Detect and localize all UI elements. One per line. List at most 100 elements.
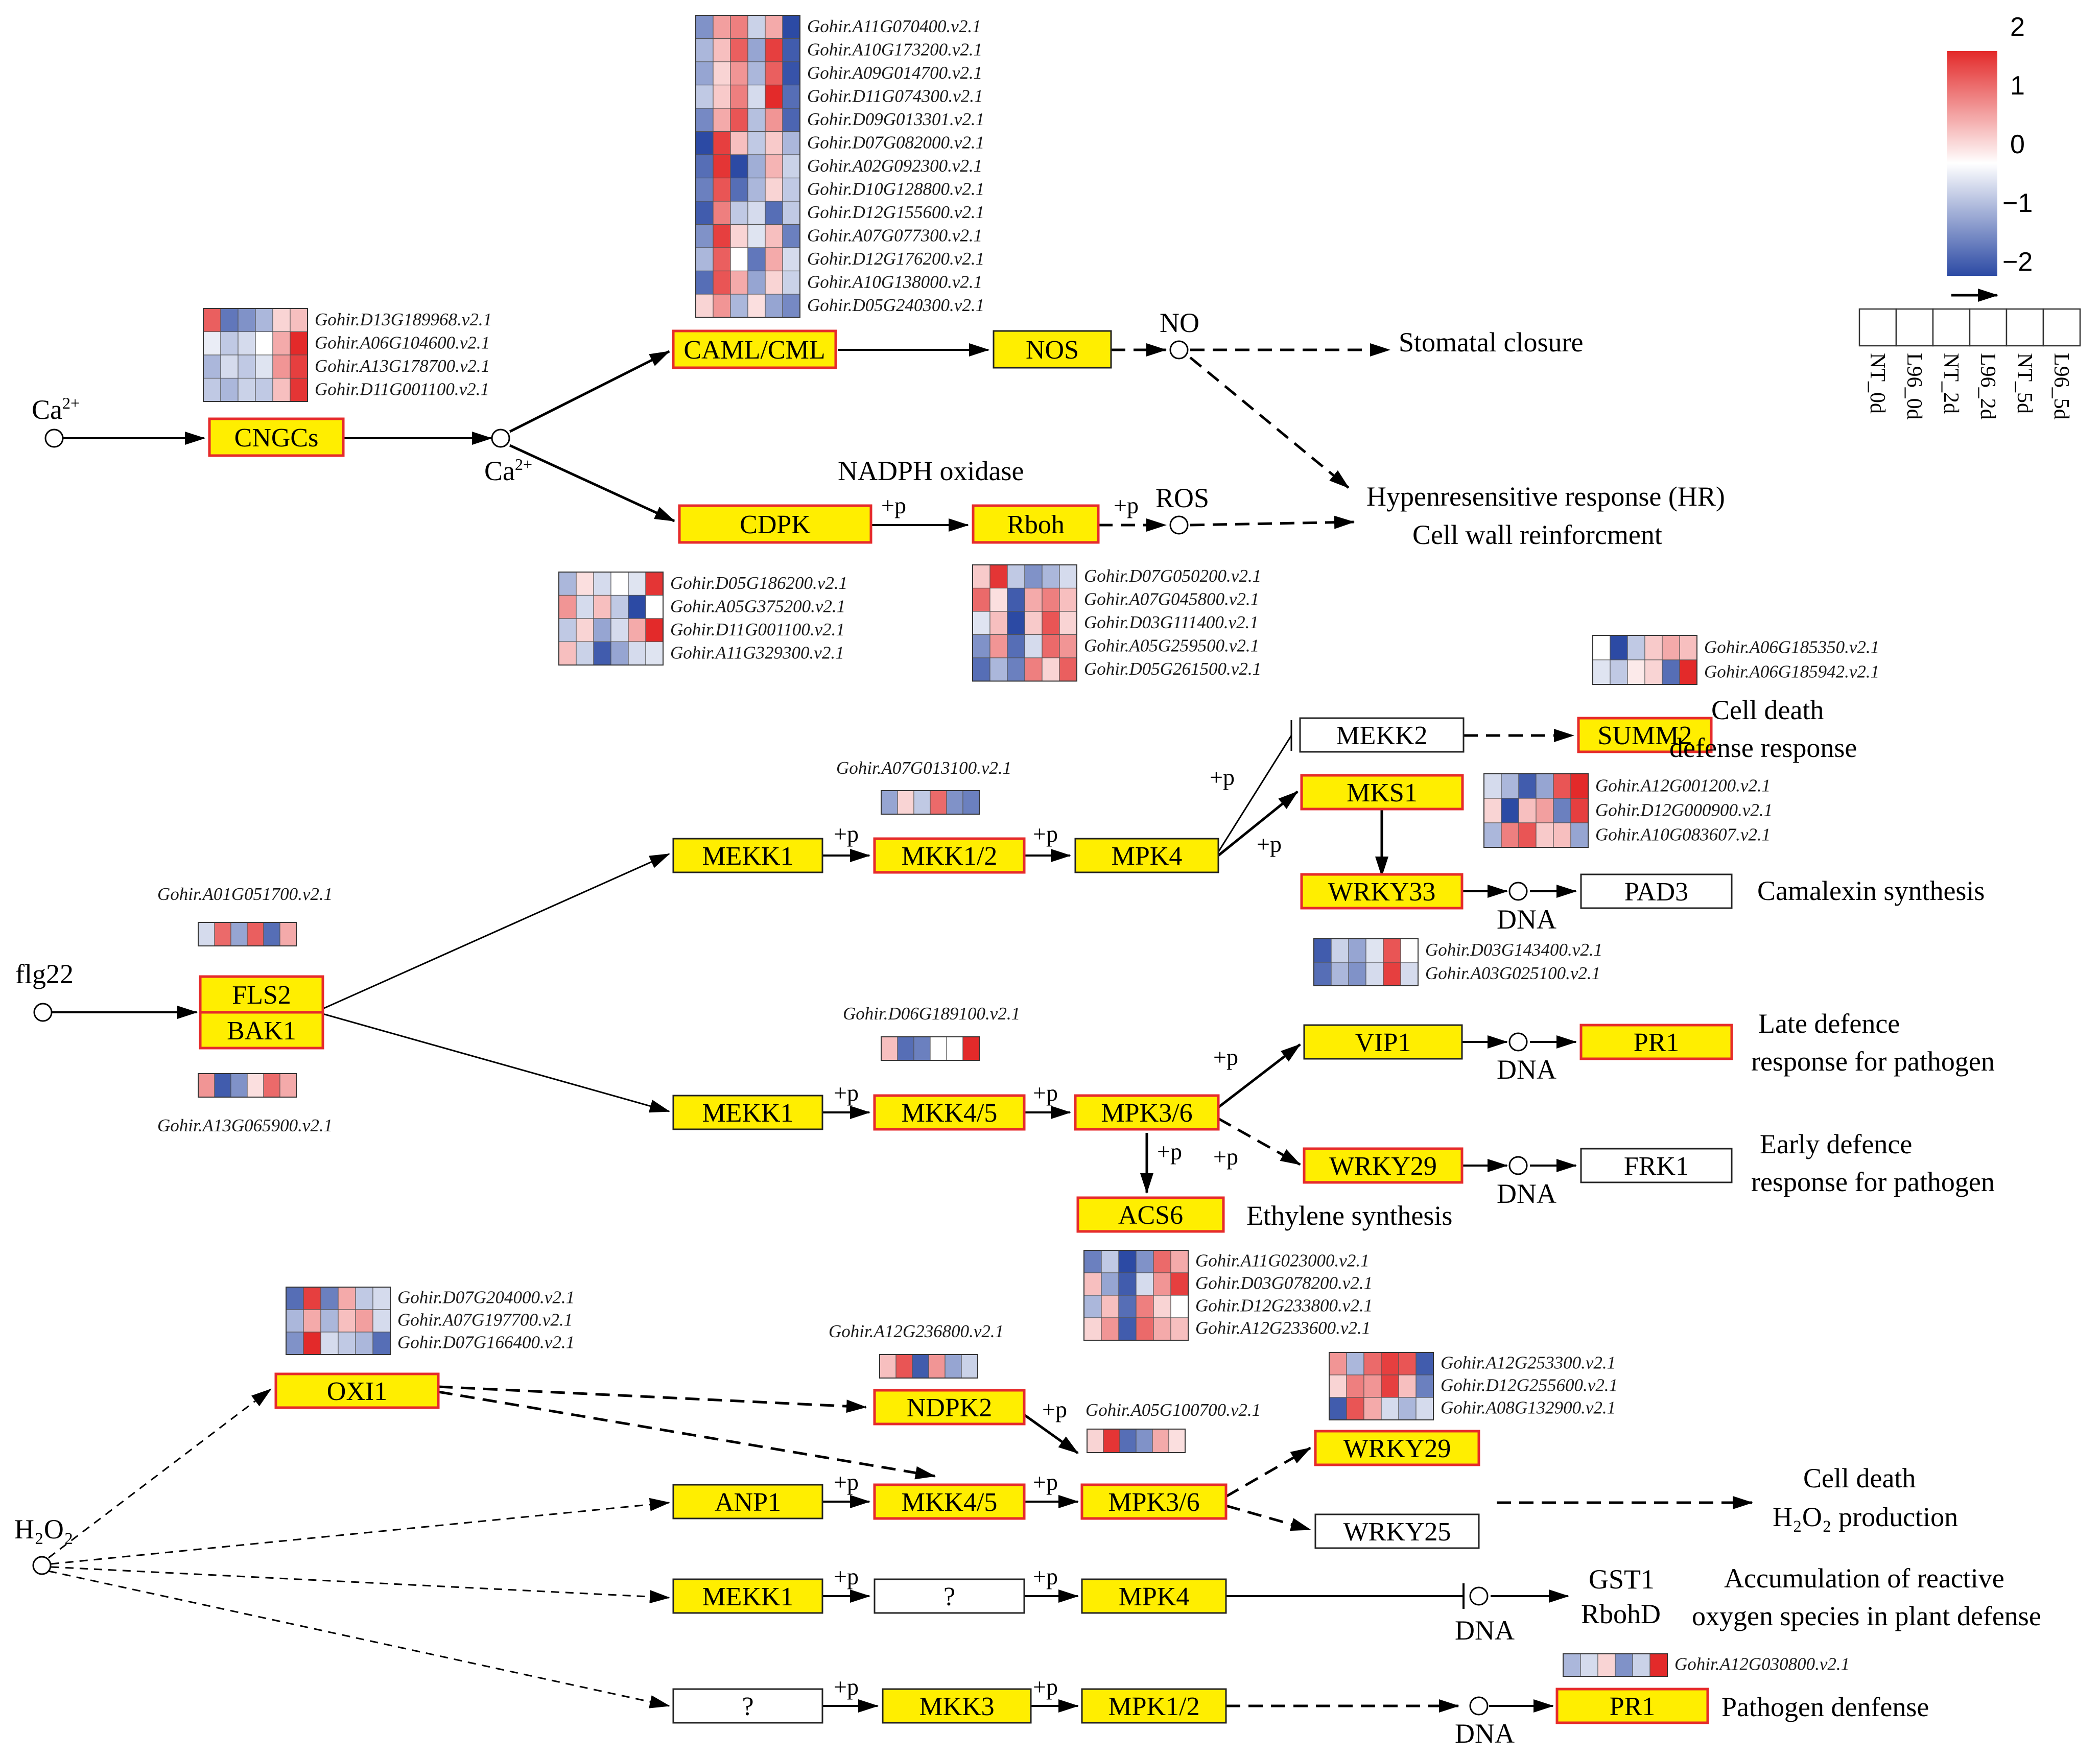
dna-node-mpk4 [1469,1586,1489,1606]
outcome-ros-1: Accumulation of reactive [1724,1563,2004,1594]
heatmap-border [1563,1653,1668,1677]
heatmap-fls2: Gohir.A01G051700.v2.1 [157,884,333,946]
node-label: FRK1 [1624,1152,1689,1181]
node-box [873,837,1026,874]
node-box [972,504,1100,544]
gene-id: Gohir.A13G178700.v2.1 [315,356,490,376]
sample-label: L96_2d [1976,353,1999,420]
heatmap-cell [945,1354,962,1379]
edge-mpk4-mks1 [1217,791,1299,857]
heatmap-cell [713,61,731,86]
colorbar [1947,51,1997,276]
heatmap-cell [1398,1352,1417,1375]
node-label: VIP1 [1355,1028,1411,1057]
heatmap-cell [989,587,1008,612]
heatmap-cell [765,15,783,39]
heatmap-cell [1313,962,1332,986]
heatmap-border [1483,773,1589,848]
heatmap-cell [730,84,748,109]
dna-label-pr1: DNA [1455,1718,1515,1749]
heatmap-cell [1118,1317,1137,1341]
gene-id: Gohir.A07G077300.v2.1 [807,225,982,245]
node-box [1076,1196,1225,1233]
node-label: ? [742,1692,753,1721]
heatmap-cell [279,1073,297,1098]
heatmap-cell [1518,822,1537,848]
plus-p-mkk45b: +p [834,1469,859,1495]
heatmap-cell [782,224,800,248]
gene-id: Gohir.D07G050200.v2.1 [1084,566,1261,586]
heatmap-cell [1059,587,1077,612]
heatmap-cell [962,790,980,815]
heatmap-cell [645,595,664,619]
heatmap-cell [203,354,221,379]
node-fls2: FLS2 [199,975,324,1014]
heatmap-cell [610,595,629,619]
dna-label-wrky33: DNA [1497,904,1556,935]
heatmap-cell [1400,938,1419,963]
node-anp1: ANP1 [672,1484,823,1519]
heatmap-cell [1083,1250,1102,1273]
edge-oxi1-mkk45b [438,1390,936,1480]
heatmap-cell [610,641,629,666]
heatmap-cell [1536,822,1554,848]
heatmap-cell [972,657,990,682]
heatmap-cell [747,270,766,295]
heatmap-wrky29b: Gohir.A12G253300.v2.1Gohir.D12G255600.v2… [1329,1352,1618,1420]
heatmap-cell [303,1287,321,1310]
ros-node [1169,515,1189,535]
gene-id: Gohir.A07G045800.v2.1 [1084,589,1259,609]
heatmap-cell [610,618,629,643]
node-label: SUMM2 [1598,721,1692,750]
heatmap-cell [372,1309,391,1333]
heatmap-cell [290,354,308,379]
outcome-defense: defense response [1669,732,1857,763]
node-label: MPK3/6 [1101,1099,1192,1128]
heatmap-cell [1553,798,1571,823]
heatmap-cell [961,1354,978,1379]
heatmap-cell [272,377,291,402]
gene-id: Gohir.D11G001100.v2.1 [315,379,489,399]
heatmap-cell [713,177,731,202]
heatmap-cell [1518,773,1537,799]
heatmap-cell [713,108,731,132]
node-label: PAD3 [1624,877,1688,907]
heatmap-cell [1170,1272,1189,1296]
heatmap-cell [713,270,731,295]
heatmap-cell [1087,1429,1104,1453]
heatmap-cell [1644,659,1663,685]
heatmap-mks1: Gohir.A12G001200.v2.1Gohir.D12G000900.v2… [1483,773,1773,848]
heatmap-cell [263,922,280,946]
heatmap-cell [628,572,646,596]
heatmap-cell [1042,587,1060,612]
heatmap-cell [782,131,800,155]
heatmap-cell [1597,1653,1616,1677]
heatmap-cell [1136,1429,1153,1453]
node-label: WRKY33 [1328,877,1436,907]
gene-id: Gohir.A06G104600.v2.1 [315,333,490,352]
heatmap-cell [1170,1295,1189,1318]
gene-id: Gohir.A12G001200.v2.1 [1595,776,1771,796]
heatmap-cell [913,1036,931,1061]
edge-oxi1-ndpk2 [438,1385,867,1413]
heatmap-cell [1627,659,1645,685]
heatmap-cell [765,247,783,272]
heatmap-cell [1592,635,1611,660]
heatmap-cell [989,564,1008,589]
gene-id: Gohir.A07G197700.v2.1 [397,1310,573,1330]
heatmap-cell [1570,773,1589,799]
node-mkk45-a: MKK4/5 [873,1094,1026,1131]
heatmap-cell [355,1287,373,1310]
heatmap-cell [730,15,748,39]
heatmap-cell [1348,962,1366,986]
heatmap-cell [263,1073,280,1098]
gene-id: Gohir.D10G128800.v2.1 [807,179,984,199]
heatmap-cell [1118,1295,1137,1318]
node-label: MPK1/2 [1108,1692,1199,1721]
heatmap-cell [730,247,748,272]
heatmap-cell [1101,1250,1119,1273]
heatmap-cell [713,131,731,155]
node-label: WRKY29 [1343,1434,1451,1463]
